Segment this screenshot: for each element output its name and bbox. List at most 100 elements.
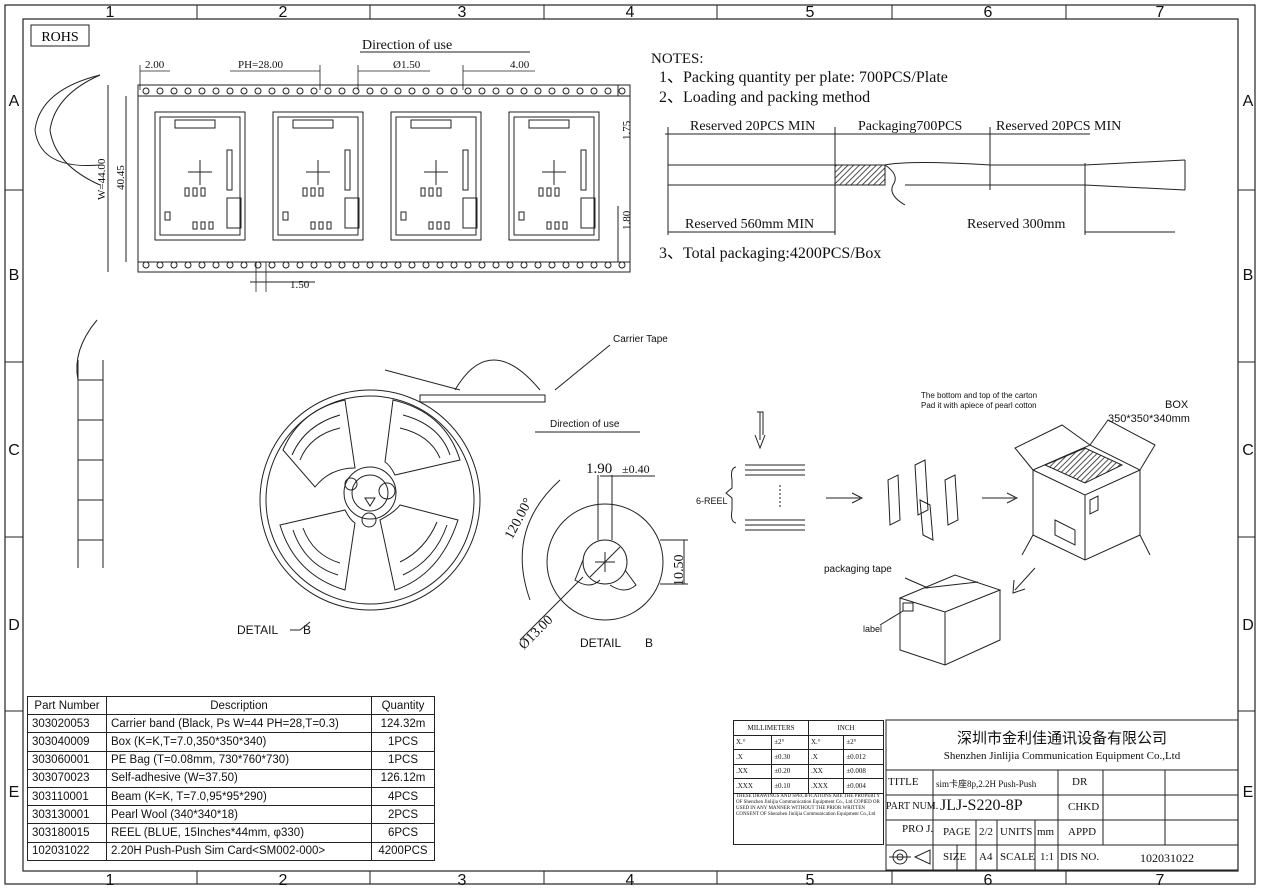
company-name-en: Shenzhen Jinlijia Communication Equipmen… (943, 750, 1181, 762)
zone-dividers (5, 5, 1255, 884)
sprocket-hole (618, 87, 626, 95)
tolerance-cell: ±0.008 (843, 763, 884, 779)
packaging-700: Packaging700PCS (858, 119, 962, 134)
sprocket-hole (548, 87, 556, 95)
bom-quantity: 2PCS (371, 805, 435, 825)
tolerance-cell: X.° (807, 734, 845, 750)
zone-col-6: 6 (984, 4, 993, 21)
chkd-label: CHKD (1068, 801, 1100, 813)
title-block-frame (885, 719, 1239, 871)
proj-label: PRO J. (902, 823, 934, 835)
dim-1-75: 1.75 (621, 120, 633, 140)
sprocket-hole (198, 261, 206, 269)
page-value: 2/2 (979, 826, 994, 838)
sprocket-hole (436, 87, 444, 95)
sprocket-hole (408, 87, 416, 95)
dim-1-90: 1.90 (586, 461, 612, 477)
bom-quantity: 124.32m (371, 714, 435, 734)
tape-direction-label: Direction of use (362, 38, 452, 53)
sprocket-hole (254, 87, 262, 95)
sprocket-hole (604, 87, 612, 95)
zone-row-d-right: D (1242, 617, 1254, 634)
size-value: A4 (979, 851, 993, 863)
tolerance-row: .X±0.30.X±0.012 (732, 749, 884, 765)
reserved-top-right: Reserved 20PCS MIN (996, 119, 1121, 134)
tape-pocket (390, 111, 482, 241)
title-value: sim卡座8p,2.2H Push-Push (936, 779, 1037, 789)
dis-no-label: DIS NO. (1060, 851, 1100, 863)
sprocket-hole (366, 261, 374, 269)
sprocket-hole (240, 87, 248, 95)
bom-description: Pearl Wool (340*340*18) (106, 805, 372, 825)
bom-table: Part Number Description Quantity 3030200… (27, 695, 435, 861)
dim-hole: Ø1.50 (393, 59, 421, 71)
sprocket-hole (422, 87, 430, 95)
sprocket-hole (394, 261, 402, 269)
tolerance-cell: .X (732, 749, 773, 765)
sprocket-hole (562, 261, 570, 269)
sprocket-hole (576, 87, 584, 95)
sprocket-hole (548, 261, 556, 269)
zone-row-a-right: A (1243, 93, 1254, 110)
sprocket-hole (520, 261, 528, 269)
bom-quantity: 6PCS (371, 823, 435, 843)
sprocket-hole (156, 87, 164, 95)
tape-pocket (272, 111, 364, 241)
notes: NOTES: 1、Packing quantity per plate: 700… (651, 51, 1121, 262)
part-num-value: JLJ-S220-8P (940, 797, 1023, 814)
sprocket-hole (268, 87, 276, 95)
sprocket-hole (464, 87, 472, 95)
sprocket-hole (142, 87, 150, 95)
sprocket-hole (422, 261, 430, 269)
bom-part-number: 303020053 (27, 714, 107, 734)
sprocket-hole (534, 87, 542, 95)
sprocket-hole (478, 87, 486, 95)
sprocket-hole (324, 261, 332, 269)
tolerance-cell: ±0.20 (771, 763, 809, 779)
dim-40-45: 40.45 (115, 165, 127, 190)
sprocket-hole (212, 87, 220, 95)
tape-dimensions: Direction of use 2.00 PH=28.00 Ø1.50 4.0… (96, 38, 633, 291)
appd-label: APPD (1068, 826, 1097, 838)
sprocket-hole (506, 87, 514, 95)
title-label: TITLE (888, 776, 919, 788)
bom-part-number: 303130001 (27, 805, 107, 825)
sprocket-hole (226, 87, 234, 95)
bom-description: Self-adhesive (W=37.50) (106, 768, 372, 788)
bom-description: Box (K=K,T=7.0,350*350*340) (106, 732, 372, 752)
zone-col-1-bottom: 1 (106, 872, 115, 889)
carton-note-2: Pad it with apiece of pearl cotton (921, 401, 1037, 410)
sprocket-hole (324, 87, 332, 95)
notes-title: NOTES: (651, 51, 704, 67)
tolerance-cell: .XXX (732, 778, 773, 794)
dim-width: W=44.00 (96, 158, 108, 200)
note-3: 3、Total packaging:4200PCS/Box (659, 245, 881, 262)
sprocket-hole (268, 261, 276, 269)
tolerance-cell: ±2° (843, 734, 884, 750)
sprocket-hole (380, 87, 388, 95)
inner-frame (22, 18, 1239, 872)
detail-b-view (519, 475, 688, 641)
sprocket-hole (296, 261, 304, 269)
tolerance-cell: .XX (807, 763, 845, 779)
box-size-label: 350*350*340mm (1108, 413, 1190, 425)
tolerance-cell: ±0.004 (843, 778, 884, 794)
bom-part-number: 303110001 (27, 786, 107, 807)
sprocket-hole (590, 261, 598, 269)
zone-labels: 1 2 3 4 5 6 7 1 2 3 4 5 6 7 A B C D E A … (8, 4, 1254, 889)
tolerance-cell: ±2° (771, 734, 809, 750)
bom-quantity: 4200PCS (371, 841, 435, 861)
bom-description: 2.20H Push-Push Sim Card<SM002-000> (106, 841, 372, 861)
zone-col-4: 4 (626, 4, 635, 21)
part-num-label: PART NUM. (886, 801, 939, 812)
sprocket-hole (240, 261, 248, 269)
zone-col-3-bottom: 3 (458, 872, 467, 889)
bom-part-number: 303070023 (27, 768, 107, 788)
sprocket-hole (352, 261, 360, 269)
tolerance-cell: X.° (732, 734, 773, 750)
detail-b-dims: 1.90 ±0.40 120.00° 10.50 Ø13.00 DETAIL B (502, 461, 687, 653)
sprocket-hole (534, 261, 542, 269)
